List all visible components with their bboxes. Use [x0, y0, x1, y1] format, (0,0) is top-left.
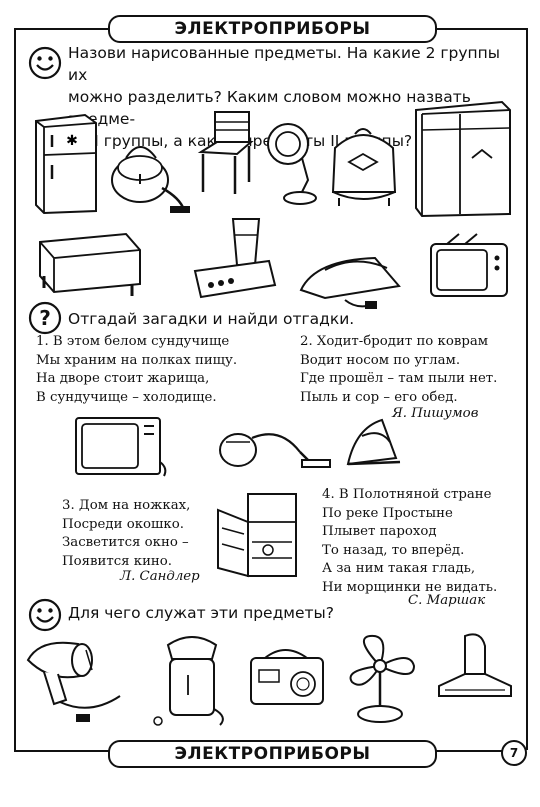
tv-icon	[430, 233, 508, 297]
task1-text: Назови нарисованные предметы. На какие 2…	[68, 44, 501, 150]
iron-2-icon	[346, 418, 401, 466]
chair-icon	[197, 111, 254, 194]
wardrobe-icon	[415, 100, 511, 218]
food-processor-icon	[193, 218, 277, 299]
footer-title: ЭЛЕКТРОПРИБОРЫ	[174, 744, 371, 764]
svg-text:✱: ✱	[66, 133, 78, 149]
open-refrigerator-icon	[217, 493, 297, 578]
table-icon	[39, 232, 141, 296]
range-hood-icon	[438, 633, 512, 697]
riddle-2-author: Я. Пишумов	[392, 406, 479, 421]
riddle-1: 1. В этом белом сундучище Мы храним на п…	[36, 334, 238, 405]
task3-text: Для чего служат эти предметы?	[68, 604, 335, 622]
footer-banner: ЭЛЕКТРОПРИБОРЫ	[108, 740, 437, 768]
riddle-4-author: С. Маршак	[408, 593, 486, 608]
vacuum-cleaner-icon	[111, 146, 190, 213]
smiley-icon	[28, 46, 62, 80]
riddle-4: 4. В Полотняной стране По реке Простыне …	[322, 487, 498, 595]
page-frame	[14, 28, 528, 750]
fan-icon	[349, 634, 416, 723]
coffee-grinder-icon	[153, 636, 224, 726]
riddle-3: 3. Дом на ножках, Посреди окошко. Засвет…	[62, 498, 191, 569]
vacuum-cleaner-2-icon	[219, 433, 331, 468]
svg-text:?: ?	[39, 306, 51, 330]
header-title: ЭЛЕКТРОПРИБОРЫ	[174, 19, 371, 39]
header-banner: ЭЛЕКТРОПРИБОРЫ	[108, 15, 437, 43]
riddle-2: 2. Ходит-бродит по коврам Водит носом по…	[300, 334, 498, 405]
iron-icon	[299, 256, 401, 309]
page-number: 7	[501, 740, 527, 766]
riddle-3-author: Л. Сандлер	[120, 569, 200, 584]
radio-icon	[250, 649, 324, 705]
smiley-icon	[28, 598, 62, 632]
teapot-warmer-icon	[331, 128, 397, 206]
refrigerator-icon: ✱	[35, 113, 97, 215]
question-mark-icon: ?	[28, 301, 62, 335]
desk-lamp-icon	[267, 123, 317, 205]
task2-text: Отгадай загадки и найди отгадки.	[68, 310, 355, 328]
microwave-icon	[75, 417, 167, 477]
hair-dryer-icon	[26, 641, 121, 722]
